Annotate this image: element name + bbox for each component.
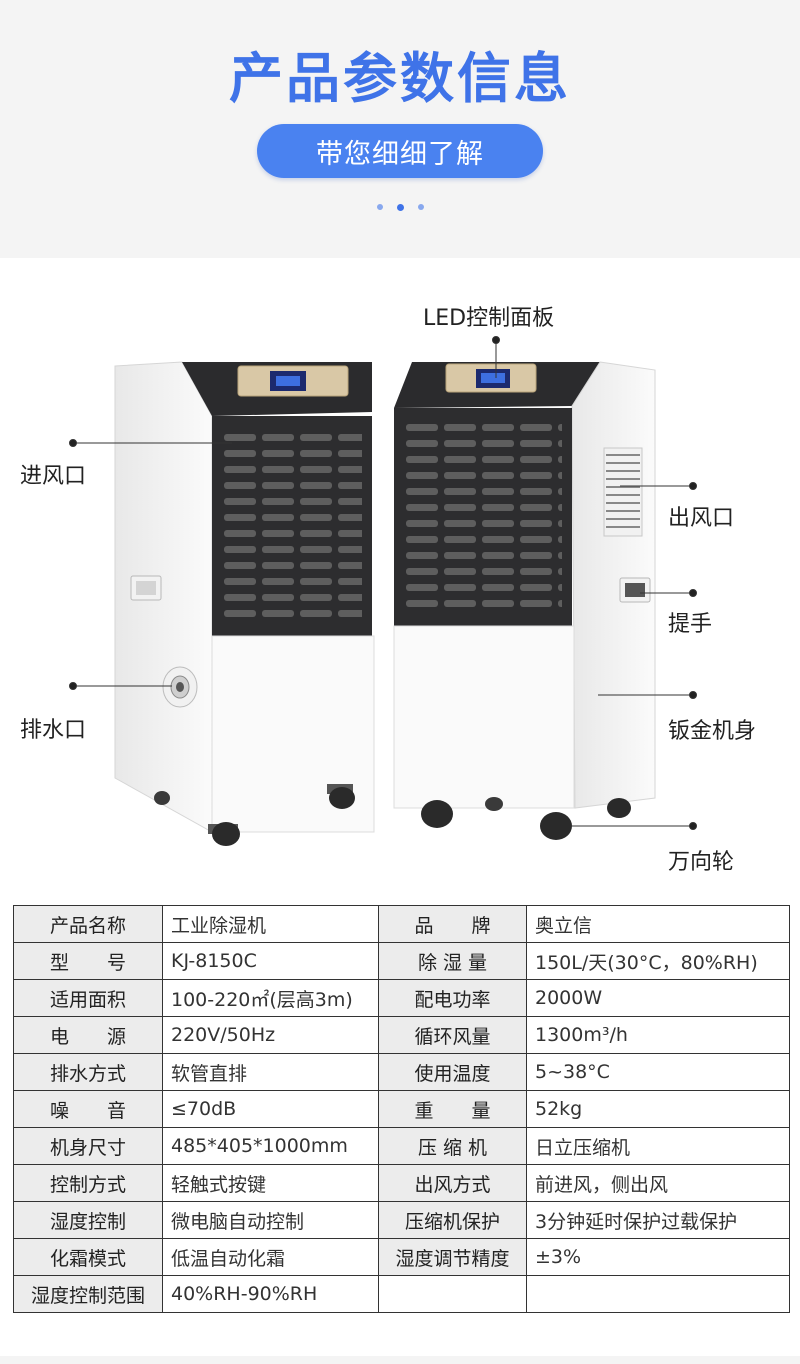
spec-value: 轻触式按键 xyxy=(162,1164,379,1202)
table-row: 化霜模式 低温自动化霜 湿度调节精度 ±3% xyxy=(13,1238,790,1276)
header-section: 产品参数信息 带您细细了解 xyxy=(0,0,800,258)
spec-table: 产品名称 工业除湿机 品 牌 奥立信 型 号 KJ-8150C 除 湿 量 15… xyxy=(13,905,790,1313)
bottom-strip xyxy=(0,1356,800,1364)
table-row: 噪 音 ≤70dB 重 量 52kg xyxy=(13,1090,790,1128)
spec-value: 485*405*1000mm xyxy=(162,1127,379,1165)
spec-label: 配电功率 xyxy=(378,979,527,1017)
spec-value: 220V/50Hz xyxy=(162,1016,379,1054)
product-illustration: LED控制面板 进风口 出风口 提手 排水口 钣金机身 万向轮 xyxy=(0,258,800,896)
dot-2 xyxy=(396,203,404,211)
dot-3 xyxy=(417,204,424,210)
left-unit xyxy=(114,361,375,846)
table-row: 控制方式 轻触式按键 出风方式 前进风，侧出风 xyxy=(13,1164,790,1202)
spec-label: 品 牌 xyxy=(378,905,527,943)
dehumidifier-drawing xyxy=(69,336,697,846)
spec-label: 循环风量 xyxy=(378,1016,527,1054)
spec-label: 压缩机保护 xyxy=(378,1201,527,1239)
dot-1 xyxy=(376,204,383,210)
subtitle-pill: 带您细细了解 xyxy=(257,124,543,178)
callout-handle: 提手 xyxy=(668,612,713,637)
spec-value: 150L/天(30°C，80%RH) xyxy=(526,942,790,980)
spec-label: 电 源 xyxy=(13,1016,163,1054)
table-row: 湿度控制范围 40%RH-90%RH xyxy=(13,1275,790,1313)
side-vent xyxy=(603,447,643,537)
empty-cell xyxy=(526,1275,790,1313)
spec-value: 软管直排 xyxy=(162,1053,379,1091)
spec-label: 使用温度 xyxy=(378,1053,527,1091)
spec-label: 湿度控制范围 xyxy=(13,1275,163,1313)
spec-label: 控制方式 xyxy=(13,1164,163,1202)
callout-air-inlet: 进风口 xyxy=(20,464,87,489)
spec-value: 微电脑自动控制 xyxy=(162,1201,379,1239)
spec-value: 前进风，侧出风 xyxy=(526,1164,790,1202)
callout-lines xyxy=(69,336,697,830)
table-row: 排水方式 软管直排 使用温度 5~38°C xyxy=(13,1053,790,1091)
pager-dots xyxy=(0,203,800,211)
callout-body: 钣金机身 xyxy=(668,719,757,744)
spec-label: 排水方式 xyxy=(13,1053,163,1091)
spec-label: 化霜模式 xyxy=(13,1238,163,1276)
table-row: 适用面积 100-220㎡(层高3m) 配电功率 2000W xyxy=(13,979,790,1017)
page-title: 产品参数信息 xyxy=(229,47,571,110)
spec-value: 40%RH-90%RH xyxy=(162,1275,379,1313)
spec-value: ±3% xyxy=(526,1238,790,1276)
callout-led-panel: LED控制面板 xyxy=(423,306,555,331)
spec-label: 适用面积 xyxy=(13,979,163,1017)
spec-label: 噪 音 xyxy=(13,1090,163,1128)
spec-value: 1300m³/h xyxy=(526,1016,790,1054)
table-row: 湿度控制 微电脑自动控制 压缩机保护 3分钟延时保护过载保护 xyxy=(13,1201,790,1239)
spec-label: 压 缩 机 xyxy=(378,1127,527,1165)
spec-label: 机身尺寸 xyxy=(13,1127,163,1165)
table-row: 机身尺寸 485*405*1000mm 压 缩 机 日立压缩机 xyxy=(13,1127,790,1165)
spec-value: 工业除湿机 xyxy=(162,905,379,943)
callout-wheels: 万向轮 xyxy=(668,850,735,875)
empty-cell xyxy=(378,1275,527,1313)
spec-value: 低温自动化霜 xyxy=(162,1238,379,1276)
spec-value: 100-220㎡(层高3m) xyxy=(162,979,379,1017)
spec-value: 日立压缩机 xyxy=(526,1127,790,1165)
spec-value: KJ-8150C xyxy=(162,942,379,980)
spec-label: 出风方式 xyxy=(378,1164,527,1202)
spec-value: 3分钟延时保护过载保护 xyxy=(526,1201,790,1239)
spec-label: 产品名称 xyxy=(13,905,163,943)
right-unit xyxy=(393,361,656,840)
table-row: 产品名称 工业除湿机 品 牌 奥立信 xyxy=(13,905,790,943)
spec-label: 型 号 xyxy=(13,942,163,980)
table-row: 电 源 220V/50Hz 循环风量 1300m³/h xyxy=(13,1016,790,1054)
spec-label: 重 量 xyxy=(378,1090,527,1128)
spec-table-body: 产品名称 工业除湿机 品 牌 奥立信 型 号 KJ-8150C 除 湿 量 15… xyxy=(13,905,790,1313)
spec-label: 除 湿 量 xyxy=(378,942,527,980)
spec-label: 湿度调节精度 xyxy=(378,1238,527,1276)
spec-value: ≤70dB xyxy=(162,1090,379,1128)
spec-value: 2000W xyxy=(526,979,790,1017)
spec-value: 奥立信 xyxy=(526,905,790,943)
table-row: 型 号 KJ-8150C 除 湿 量 150L/天(30°C，80%RH) xyxy=(13,942,790,980)
spec-value: 52kg xyxy=(526,1090,790,1128)
callout-drain: 排水口 xyxy=(20,718,87,743)
spec-value: 5~38°C xyxy=(526,1053,790,1091)
spec-label: 湿度控制 xyxy=(13,1201,163,1239)
callout-air-outlet: 出风口 xyxy=(668,506,735,531)
